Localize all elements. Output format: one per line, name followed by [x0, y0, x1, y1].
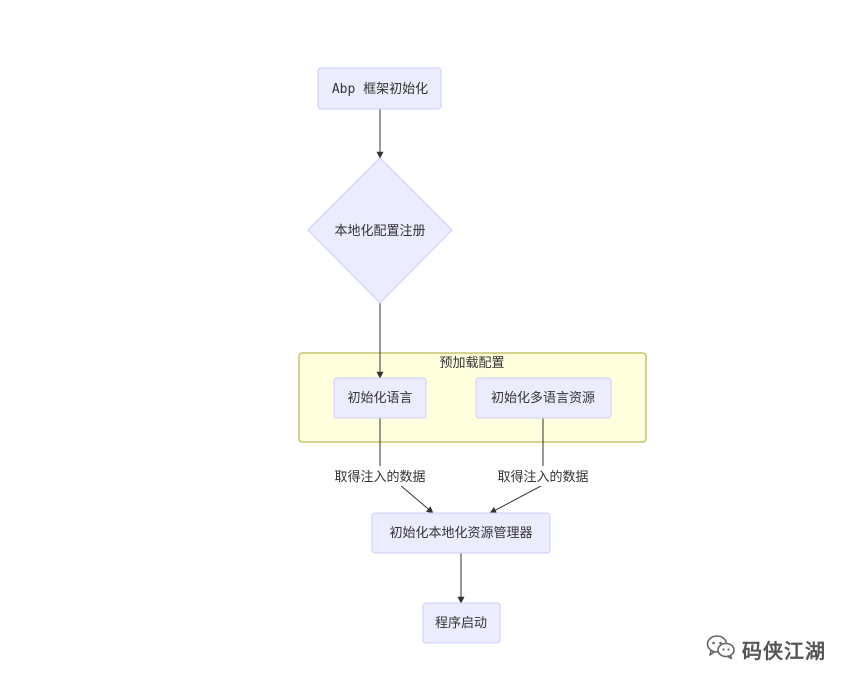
edge-label-right-text: 取得注入的数据: [497, 469, 588, 485]
node-init-mgr: 初始化本地化资源管理器: [371, 512, 551, 554]
node-loc-config: 本地化配置注册: [307, 157, 453, 304]
edge-label-right: 取得注入的数据: [489, 466, 597, 486]
node-start: 程序启动: [422, 602, 501, 644]
node-init-lang-label: 初始化语言: [347, 391, 412, 406]
node-abp-init-label: Abp 框架初始化: [332, 82, 428, 97]
watermark-text: 码侠江湖: [742, 638, 826, 663]
node-start-label: 程序启动: [435, 616, 487, 631]
node-abp-init: Abp 框架初始化: [317, 67, 442, 110]
wechat-icon: [706, 634, 736, 665]
node-init-lang: 初始化语言: [333, 377, 427, 419]
node-loc-config-label: 本地化配置注册: [334, 224, 425, 239]
watermark: 码侠江湖: [706, 634, 826, 664]
edge-label-left-text: 取得注入的数据: [334, 469, 425, 485]
cluster-title: 预加载配置: [439, 356, 504, 371]
cluster-preload: 预加载配置: [298, 352, 647, 443]
node-init-res-label: 初始化多语言资源: [491, 390, 595, 406]
edge-label-left: 取得注入的数据: [326, 466, 434, 486]
node-init-mgr-label: 初始化本地化资源管理器: [389, 526, 532, 541]
node-init-res: 初始化多语言资源: [475, 377, 612, 419]
